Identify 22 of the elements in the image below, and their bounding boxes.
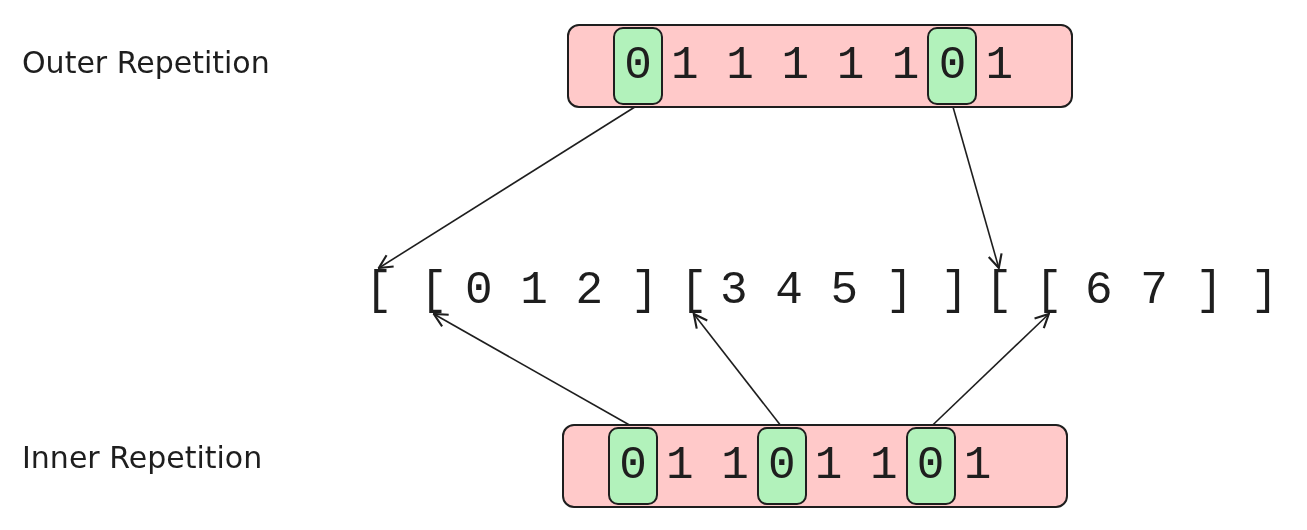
bracket-text: [ [680, 268, 708, 314]
bit-string-bar [562, 424, 1068, 508]
side-label: Inner Repetition [22, 440, 263, 475]
bracket-sequence-text: 0 1 2 ] [465, 268, 659, 314]
highlight-box: 0 [608, 427, 658, 505]
bit-text: 1 1 1 1 1 [670, 40, 921, 92]
bracket-text: [ [365, 268, 393, 314]
bit-text: 1 [962, 440, 993, 492]
bracket-sequence-text: 6 7 ] ] [1085, 268, 1279, 314]
side-label: Outer Repetition [22, 45, 270, 80]
highlight-box: 0 [756, 427, 807, 505]
highlight-box: 0 [905, 427, 956, 505]
bit-text: 1 [984, 40, 1015, 92]
bit-string-bar [567, 24, 1073, 108]
bit-text: 1 1 [665, 440, 750, 492]
bracket-text: [ [985, 268, 1013, 314]
bit-text: 1 1 [813, 440, 899, 492]
bracket-sequence-text: 3 4 5 ] ] [720, 268, 969, 314]
bracket-text: [ [1035, 268, 1063, 314]
highlight-box: 0 [927, 27, 978, 105]
highlight-box: 0 [613, 27, 663, 105]
bracket-text: [ [420, 268, 448, 314]
